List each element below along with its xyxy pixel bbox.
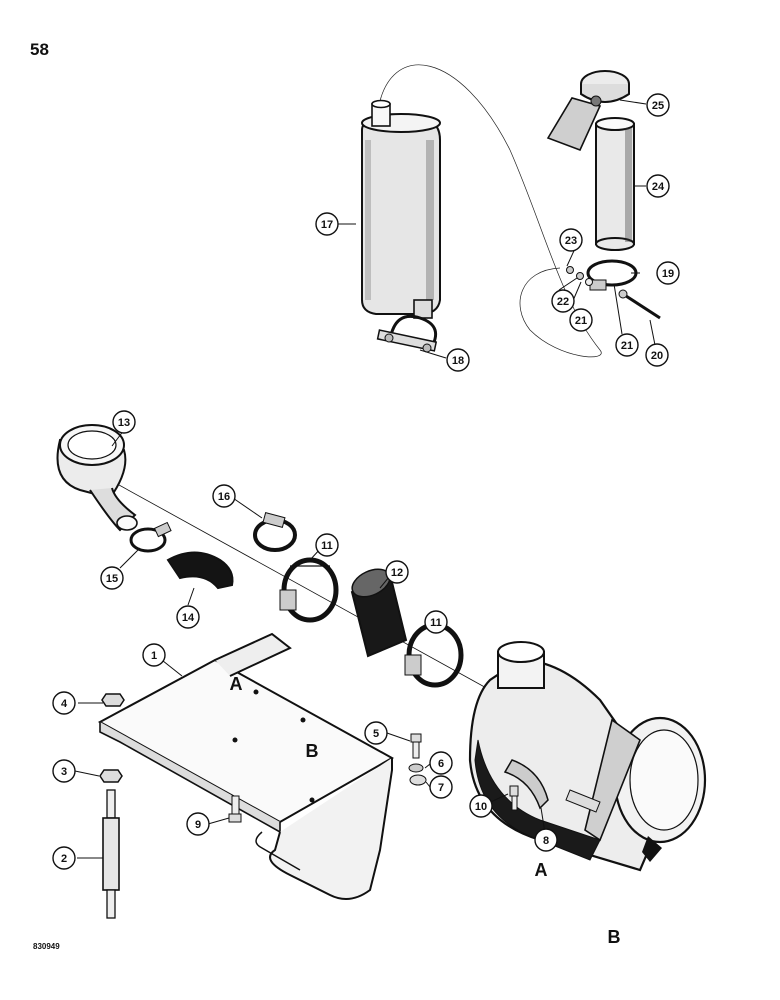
reference-letters: A B A B [230,674,621,947]
callout-23: 23 [565,235,577,247]
callout-7: 7 [438,782,444,794]
sleeve-12 [350,568,408,658]
drawing-code: 830949 [33,942,60,951]
muffler [361,99,441,319]
page-number: 58 [30,40,49,59]
ref-letter-a-cleaner: A [535,860,548,880]
callout-11-upper: 11 [321,540,333,552]
air-cleaner-band [503,759,601,813]
callout-20: 20 [651,350,663,362]
callout-5: 5 [373,728,379,740]
stud [102,789,120,919]
washer-21 [585,278,593,286]
callout-24: 24 [652,181,665,193]
callout-25: 25 [652,100,664,112]
callout-21-right: 21 [621,340,633,352]
callout-21-left: 21 [575,315,587,327]
callout-12: 12 [391,567,403,579]
rain-cap [546,70,630,152]
callout-19: 19 [662,268,674,280]
nut-7 [409,774,427,786]
callout-4: 4 [61,698,68,710]
callout-9: 9 [195,819,201,831]
callout-22: 22 [557,296,569,308]
lock-washer-22 [576,272,584,280]
hose-clamp-15 [129,521,172,553]
ref-letter-b-cleaner: B [608,927,621,947]
exhaust-pipe [595,117,635,251]
exhaust-clamp [586,259,638,291]
ref-letter-a-bracket: A [230,674,243,694]
axis-line [109,479,491,691]
callout-2: 2 [61,853,67,865]
callout-14: 14 [182,612,195,624]
u-bolt-clamp [376,314,438,353]
hose-clamp-11-upper [279,557,339,623]
callout-numbers: 1 2 3 4 5 6 7 8 9 10 11 11 12 13 14 15 1… [61,100,674,865]
callout-1: 1 [151,650,157,662]
intake-elbow [56,424,138,532]
callout-17: 17 [321,219,333,231]
hose-clamp-11-lower [404,622,464,688]
callout-6: 6 [438,758,444,770]
nut-3 [99,769,123,783]
callout-8: 8 [543,835,549,847]
ref-letter-b-bracket: B [306,741,319,761]
callout-13: 13 [118,417,130,429]
callout-10: 10 [475,801,487,813]
callout-11-lower: 11 [430,617,442,629]
mounting-bracket [97,632,395,900]
callout-3: 3 [61,766,67,778]
hose-clamp-16 [253,511,297,552]
callout-18: 18 [452,355,464,367]
hose-14 [166,551,234,590]
lock-washer-6 [408,763,424,773]
leader-lines [74,99,656,859]
callout-15: 15 [106,573,118,585]
bolt-20 [618,289,661,320]
air-cleaner [468,641,707,872]
bolt-5 [410,733,422,759]
bolt-10 [509,785,519,811]
callout-16: 16 [218,491,230,503]
callout-circles [52,93,680,870]
nut-23 [566,266,574,274]
nut-4 [101,693,125,707]
